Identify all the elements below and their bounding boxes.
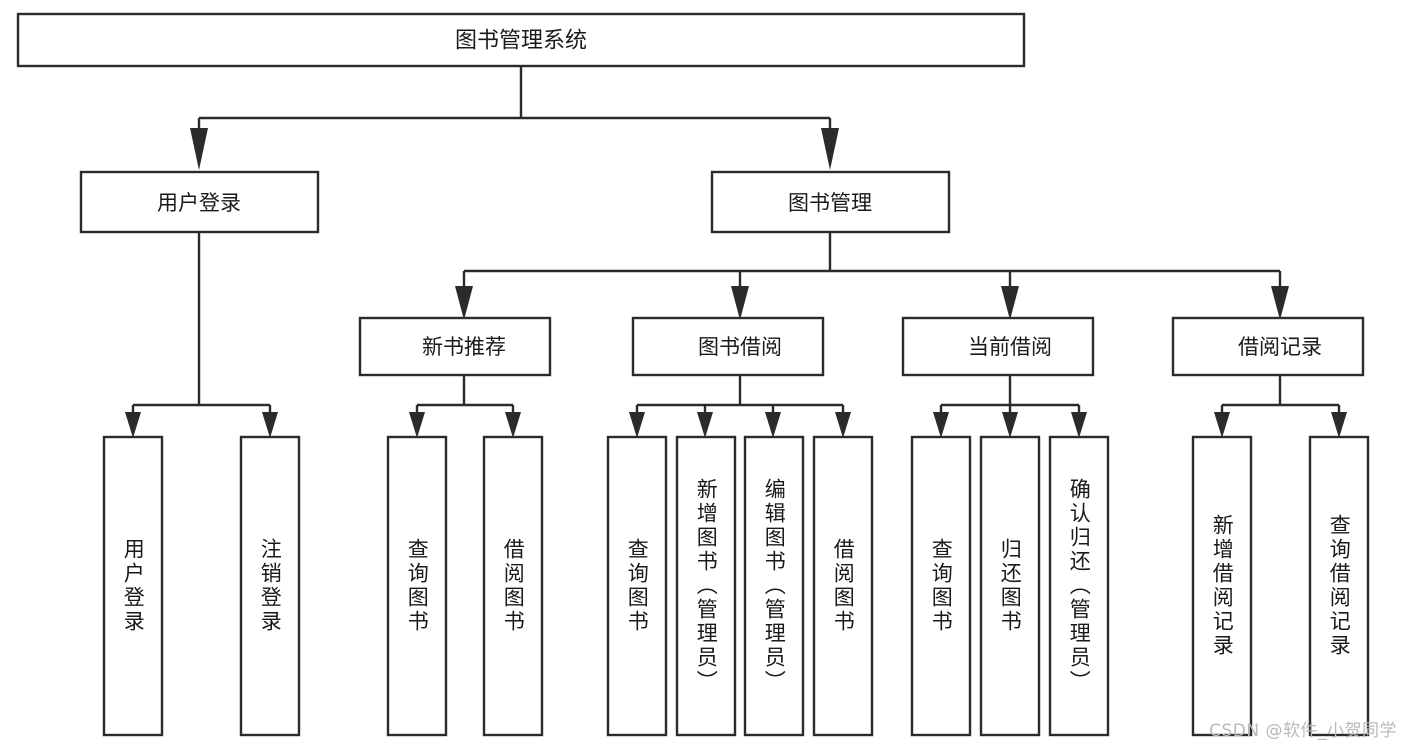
node-box-leaf-bb-query[interactable]: [606, 435, 668, 737]
node-box-current-borrow[interactable]: [901, 316, 1095, 377]
node-box-leaf-bb-borrow[interactable]: [812, 435, 874, 737]
node-label-borrow-record: 借阅记录: [1238, 335, 1322, 359]
csdn-watermark: CSDN @软件_小贺同学: [1209, 721, 1397, 741]
arrow-to-book-borrow: [731, 286, 749, 320]
node-box-leaf-logout[interactable]: [239, 435, 301, 737]
arrow-to-leaf-nb-borrow: [505, 412, 521, 438]
node-label-user-login: 用户登录: [157, 191, 241, 215]
node-box-book-borrow[interactable]: [631, 316, 825, 377]
node-box-leaf-user-login[interactable]: [102, 435, 164, 737]
connector-group-borrow-record: [1214, 375, 1347, 438]
arrow-to-leaf-logout: [262, 412, 278, 438]
node-label-new-book-recommend: 新书推荐: [422, 335, 506, 359]
node-box-leaf-br-query[interactable]: [1308, 435, 1370, 737]
arrow-to-borrow-record: [1271, 286, 1289, 320]
node-box-leaf-bb-edit[interactable]: [743, 435, 805, 737]
node-box-root[interactable]: [16, 12, 1026, 68]
node-box-leaf-nb-borrow[interactable]: [482, 435, 544, 737]
node-label-current-borrow: 当前借阅: [968, 335, 1052, 359]
arrow-to-current-borrow: [1001, 286, 1019, 320]
arrow-to-leaf-cb-return: [1002, 412, 1018, 438]
connector-group-user-login: [125, 232, 278, 438]
node-box-leaf-bb-add[interactable]: [675, 435, 737, 737]
node-box-user-login[interactable]: [79, 170, 320, 234]
connector-group-book-borrow: [629, 375, 851, 438]
arrow-to-book-manage: [821, 128, 839, 170]
node-box-leaf-cb-query[interactable]: [910, 435, 972, 737]
node-label-book-manage: 图书管理: [788, 191, 872, 215]
node-box-leaf-cb-return[interactable]: [979, 435, 1041, 737]
node-box-leaf-nb-query[interactable]: [386, 435, 448, 737]
arrow-to-leaf-bb-add: [697, 412, 713, 438]
node-box-borrow-record[interactable]: [1171, 316, 1365, 377]
connector-group-root: [190, 66, 839, 170]
arrow-to-leaf-bb-borrow: [835, 412, 851, 438]
arrow-to-leaf-bb-edit: [765, 412, 781, 438]
node-box-new-book-recommend[interactable]: [358, 316, 552, 377]
arrow-to-leaf-br-query: [1331, 412, 1347, 438]
arrow-to-user-login: [190, 128, 208, 170]
arrow-to-leaf-bb-query: [629, 412, 645, 438]
arrow-to-leaf-cb-confirm: [1071, 412, 1087, 438]
connector-group-new-book: [409, 375, 521, 438]
arrow-to-leaf-cb-query: [933, 412, 949, 438]
arrow-to-new-book: [455, 286, 473, 320]
node-box-leaf-cb-confirm[interactable]: [1048, 435, 1110, 737]
arrow-to-leaf-br-add: [1214, 412, 1230, 438]
arrow-to-leaf-user-login: [125, 412, 141, 438]
connector-group-book-manage: [455, 232, 1289, 320]
connector-group-current-borrow: [933, 375, 1087, 438]
node-box-leaf-br-add[interactable]: [1191, 435, 1253, 737]
node-label-book-borrow: 图书借阅: [698, 335, 782, 359]
node-box-book-manage[interactable]: [710, 170, 951, 234]
node-label-root: 图书管理系统: [455, 29, 587, 54]
arrow-to-leaf-nb-query: [409, 412, 425, 438]
